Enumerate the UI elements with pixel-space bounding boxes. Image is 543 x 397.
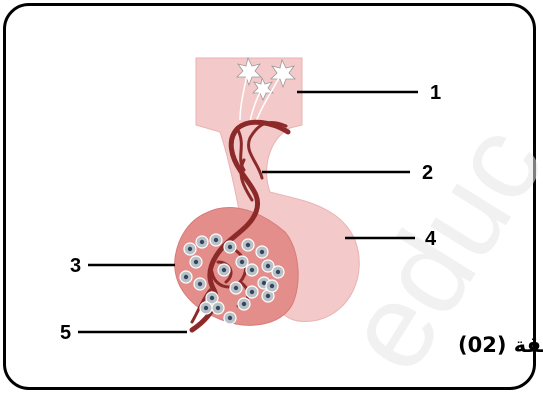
label-4: 4 bbox=[425, 228, 437, 250]
label-5: 5 bbox=[60, 322, 71, 344]
secretory-cell bbox=[224, 312, 236, 324]
secretory-cell bbox=[184, 243, 196, 255]
secretory-cell bbox=[190, 256, 202, 268]
secretory-cell bbox=[224, 241, 236, 253]
secretory-cell bbox=[210, 234, 222, 246]
secretory-cell bbox=[218, 264, 230, 276]
secretory-cell bbox=[256, 246, 268, 258]
secretory-cell bbox=[180, 271, 192, 283]
secretory-cell bbox=[266, 280, 278, 292]
secretory-cell bbox=[246, 286, 258, 298]
secretory-cell bbox=[238, 298, 250, 310]
label-2: 2 bbox=[422, 162, 433, 184]
label-1: 1 bbox=[430, 82, 441, 104]
secretory-cell bbox=[242, 239, 254, 251]
label-3: 3 bbox=[70, 255, 81, 277]
document-caption: الوثيقة (02) bbox=[458, 333, 543, 357]
secretory-cell bbox=[246, 264, 258, 276]
secretory-cell bbox=[230, 282, 242, 294]
secretory-cell bbox=[236, 256, 248, 268]
secretory-cell bbox=[200, 302, 212, 314]
secretory-cell bbox=[272, 266, 284, 278]
secretory-cell bbox=[196, 236, 208, 248]
secretory-cell bbox=[212, 302, 224, 314]
secretory-cell bbox=[194, 278, 206, 290]
